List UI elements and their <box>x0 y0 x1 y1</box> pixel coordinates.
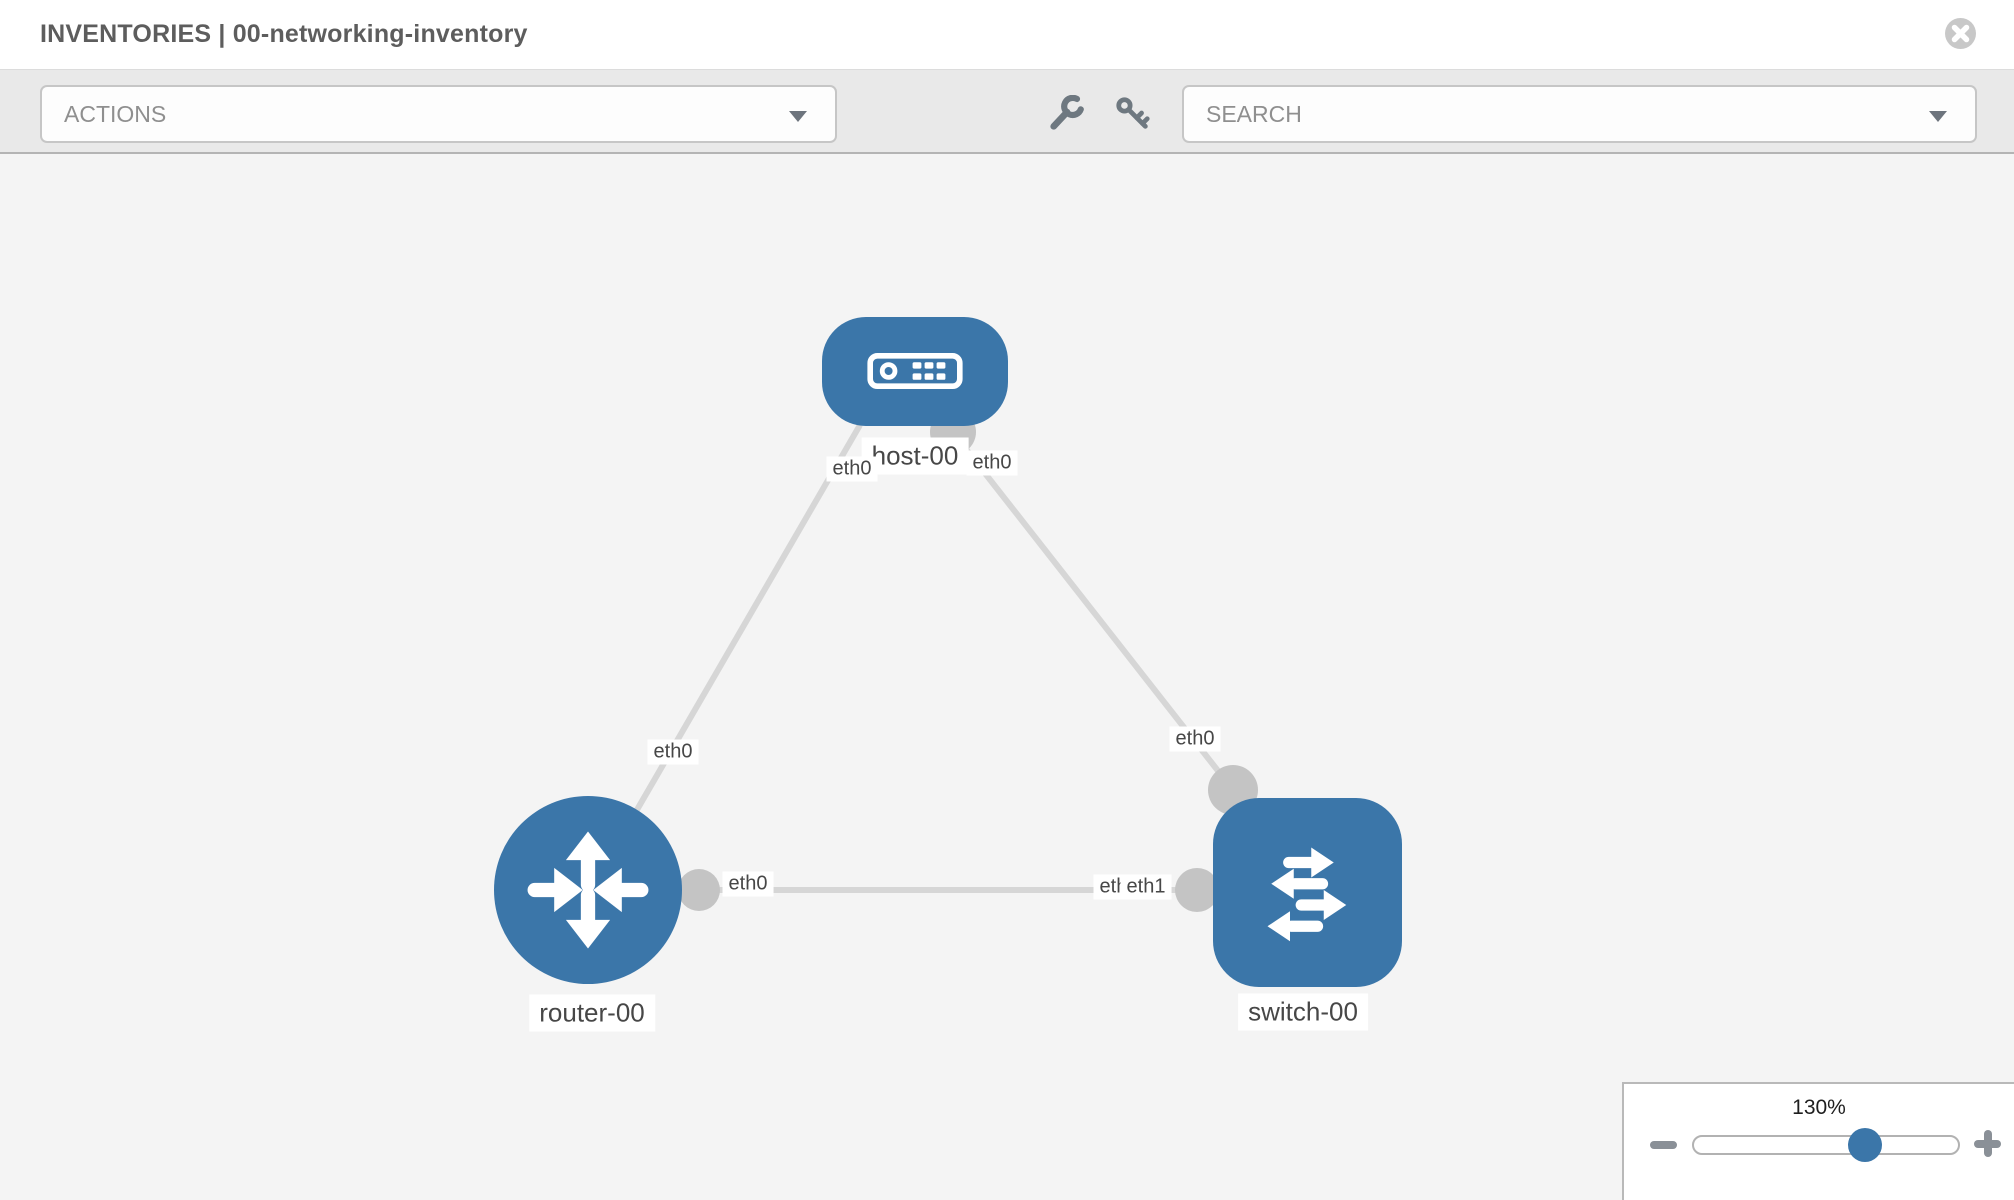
zoom-level: 130% <box>1792 1096 1846 1119</box>
zoom-in-button[interactable] <box>1974 1130 2001 1157</box>
topology-canvas[interactable] <box>0 154 2014 1200</box>
zoom-out-button[interactable] <box>1650 1141 1677 1149</box>
search-dropdown[interactable]: SEARCH <box>1182 85 1977 143</box>
key-icon <box>1116 97 1150 129</box>
chevron-down-icon <box>789 111 807 122</box>
router-arrows-icon <box>527 831 649 949</box>
header-bar: INVENTORIES | 00-networking-inventory <box>0 0 2014 70</box>
toolbar: ACTIONS SEARCH <box>0 70 2014 154</box>
actions-dropdown-label: ACTIONS <box>64 101 167 127</box>
node-host[interactable] <box>822 317 1008 426</box>
port-router-right <box>678 869 720 911</box>
switch-arrows-icon <box>1267 847 1347 942</box>
search-dropdown-label: SEARCH <box>1206 101 1302 127</box>
host-device-icon <box>867 353 963 389</box>
close-button[interactable] <box>1944 17 1977 50</box>
wrench-icon <box>1050 94 1084 130</box>
zoom-slider-track[interactable] <box>1692 1135 1960 1155</box>
node-label-router: router-00 <box>529 994 655 1032</box>
zoom-panel: 130% <box>1622 1082 2014 1200</box>
iface-label-switch-left: eth1 <box>1120 874 1172 900</box>
key-button[interactable] <box>1114 95 1152 133</box>
chevron-down-icon <box>1929 111 1947 122</box>
node-label-host: host-00 <box>861 437 969 475</box>
actions-dropdown[interactable]: ACTIONS <box>40 85 837 143</box>
port-switch-left <box>1175 868 1219 912</box>
iface-label-host-right: eth0 <box>966 450 1018 476</box>
zoom-slider-knob[interactable] <box>1848 1128 1882 1162</box>
page-title: INVENTORIES | 00-networking-inventory <box>40 20 528 48</box>
close-icon <box>1945 18 1976 49</box>
iface-label-router-right: eth0 <box>722 871 774 897</box>
node-switch[interactable] <box>1213 798 1402 987</box>
plus-icon <box>1984 1130 1992 1157</box>
node-label-switch: switch-00 <box>1238 993 1368 1031</box>
iface-label-host-left: eth0 <box>826 456 878 482</box>
iface-label-router-top: eth0 <box>647 739 699 765</box>
iface-label-switch-top: eth0 <box>1169 726 1221 752</box>
node-router[interactable] <box>494 796 682 984</box>
wrench-button[interactable] <box>1048 94 1086 133</box>
